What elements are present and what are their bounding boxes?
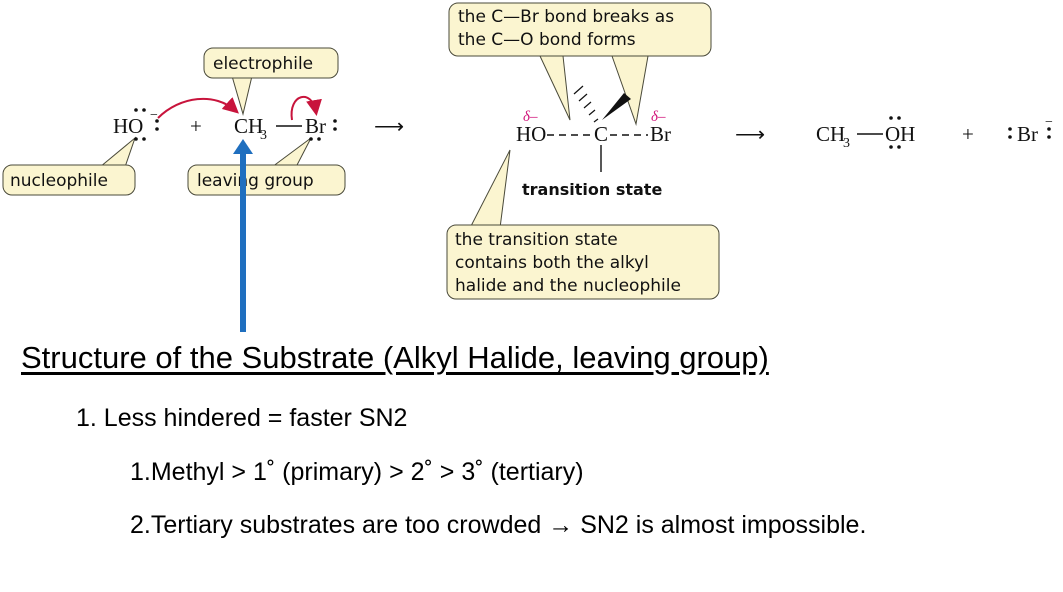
hydroxide-lone-pairs [134, 108, 159, 141]
nucleophile-label: nucleophile [10, 171, 108, 191]
electrophile-label: electrophile [213, 54, 313, 74]
product-hydroxyl: OH [885, 122, 915, 146]
delta-minus-oxygen: δ– [523, 109, 538, 125]
bromide-charge: − [1045, 115, 1053, 130]
nucleophile-callout: nucleophile [2, 136, 137, 196]
hydroxide-charge: − [150, 108, 158, 123]
products: ⟶ CH 3 OH + Br − [735, 115, 1053, 151]
product-methyl-subscript: 3 [843, 136, 850, 151]
plus-sign-2: + [962, 122, 974, 146]
ts-wedge-bond [602, 93, 631, 120]
plus-sign-1: + [190, 114, 202, 138]
ts-hashed-bond [573, 85, 599, 123]
transition-state: δ– δ– HO C Br transition state [516, 85, 671, 199]
leaving-group-callout: leaving group [187, 137, 346, 196]
bond-change-line-1: the C—Br bond breaks as [458, 7, 674, 27]
ts-bromine: Br [650, 122, 671, 146]
reaction-arrow-1: ⟶ [374, 114, 404, 138]
delta-minus-bromine: δ– [651, 109, 666, 125]
point-tertiary-crowded: 2.Tertiary substrates are too crowded → … [130, 511, 867, 539]
point-less-hindered: 1. Less hindered = faster SN2 [76, 404, 408, 432]
ts-note-line-2: contains both the alkyl [455, 253, 649, 273]
bromine-formula: Br [305, 114, 326, 138]
leaving-group-label: leaving group [197, 171, 314, 191]
section-heading: Structure of the Substrate (Alkyl Halide… [21, 340, 769, 375]
product-methyl: CH [816, 122, 845, 146]
nucleophile-attack-arrow [157, 97, 239, 119]
bromide-formula: Br [1017, 122, 1038, 146]
sn2-reaction-diagram: the C—Br bond breaks as the C—O bond for… [2, 2, 1053, 332]
ts-hydroxide: HO [516, 122, 546, 146]
ts-carbon: C [594, 122, 608, 146]
ts-note-line-1: the transition state [455, 230, 618, 250]
transition-state-note-callout: the transition state contains both the a… [446, 149, 720, 300]
methyl-subscript: 3 [260, 128, 267, 143]
bond-change-callout: the C—Br bond breaks as the C—O bond for… [448, 2, 712, 126]
electrophile-callout: electrophile [203, 47, 339, 116]
ts-note-line-3: halide and the nucleophile [455, 276, 681, 296]
bond-change-line-2: the C—O bond forms [458, 30, 636, 50]
methyl-formula: CH [234, 114, 263, 138]
hydroxide-formula: HO [113, 114, 143, 138]
substrate-pointer-arrow [233, 139, 253, 332]
leaving-group-arrow [290, 95, 322, 121]
reactants: HO − + CH 3 Br ⟶ [113, 95, 404, 143]
reaction-arrow-2: ⟶ [735, 122, 765, 146]
methanol-lone-pairs [889, 116, 901, 149]
bromine-lone-pairs [309, 119, 337, 141]
bromide-lone-pairs [1008, 127, 1051, 139]
transition-state-label: transition state [522, 180, 662, 199]
point-substrate-order: 1.Methyl > 1˚ (primary) > 2˚ > 3˚ (terti… [130, 458, 584, 486]
